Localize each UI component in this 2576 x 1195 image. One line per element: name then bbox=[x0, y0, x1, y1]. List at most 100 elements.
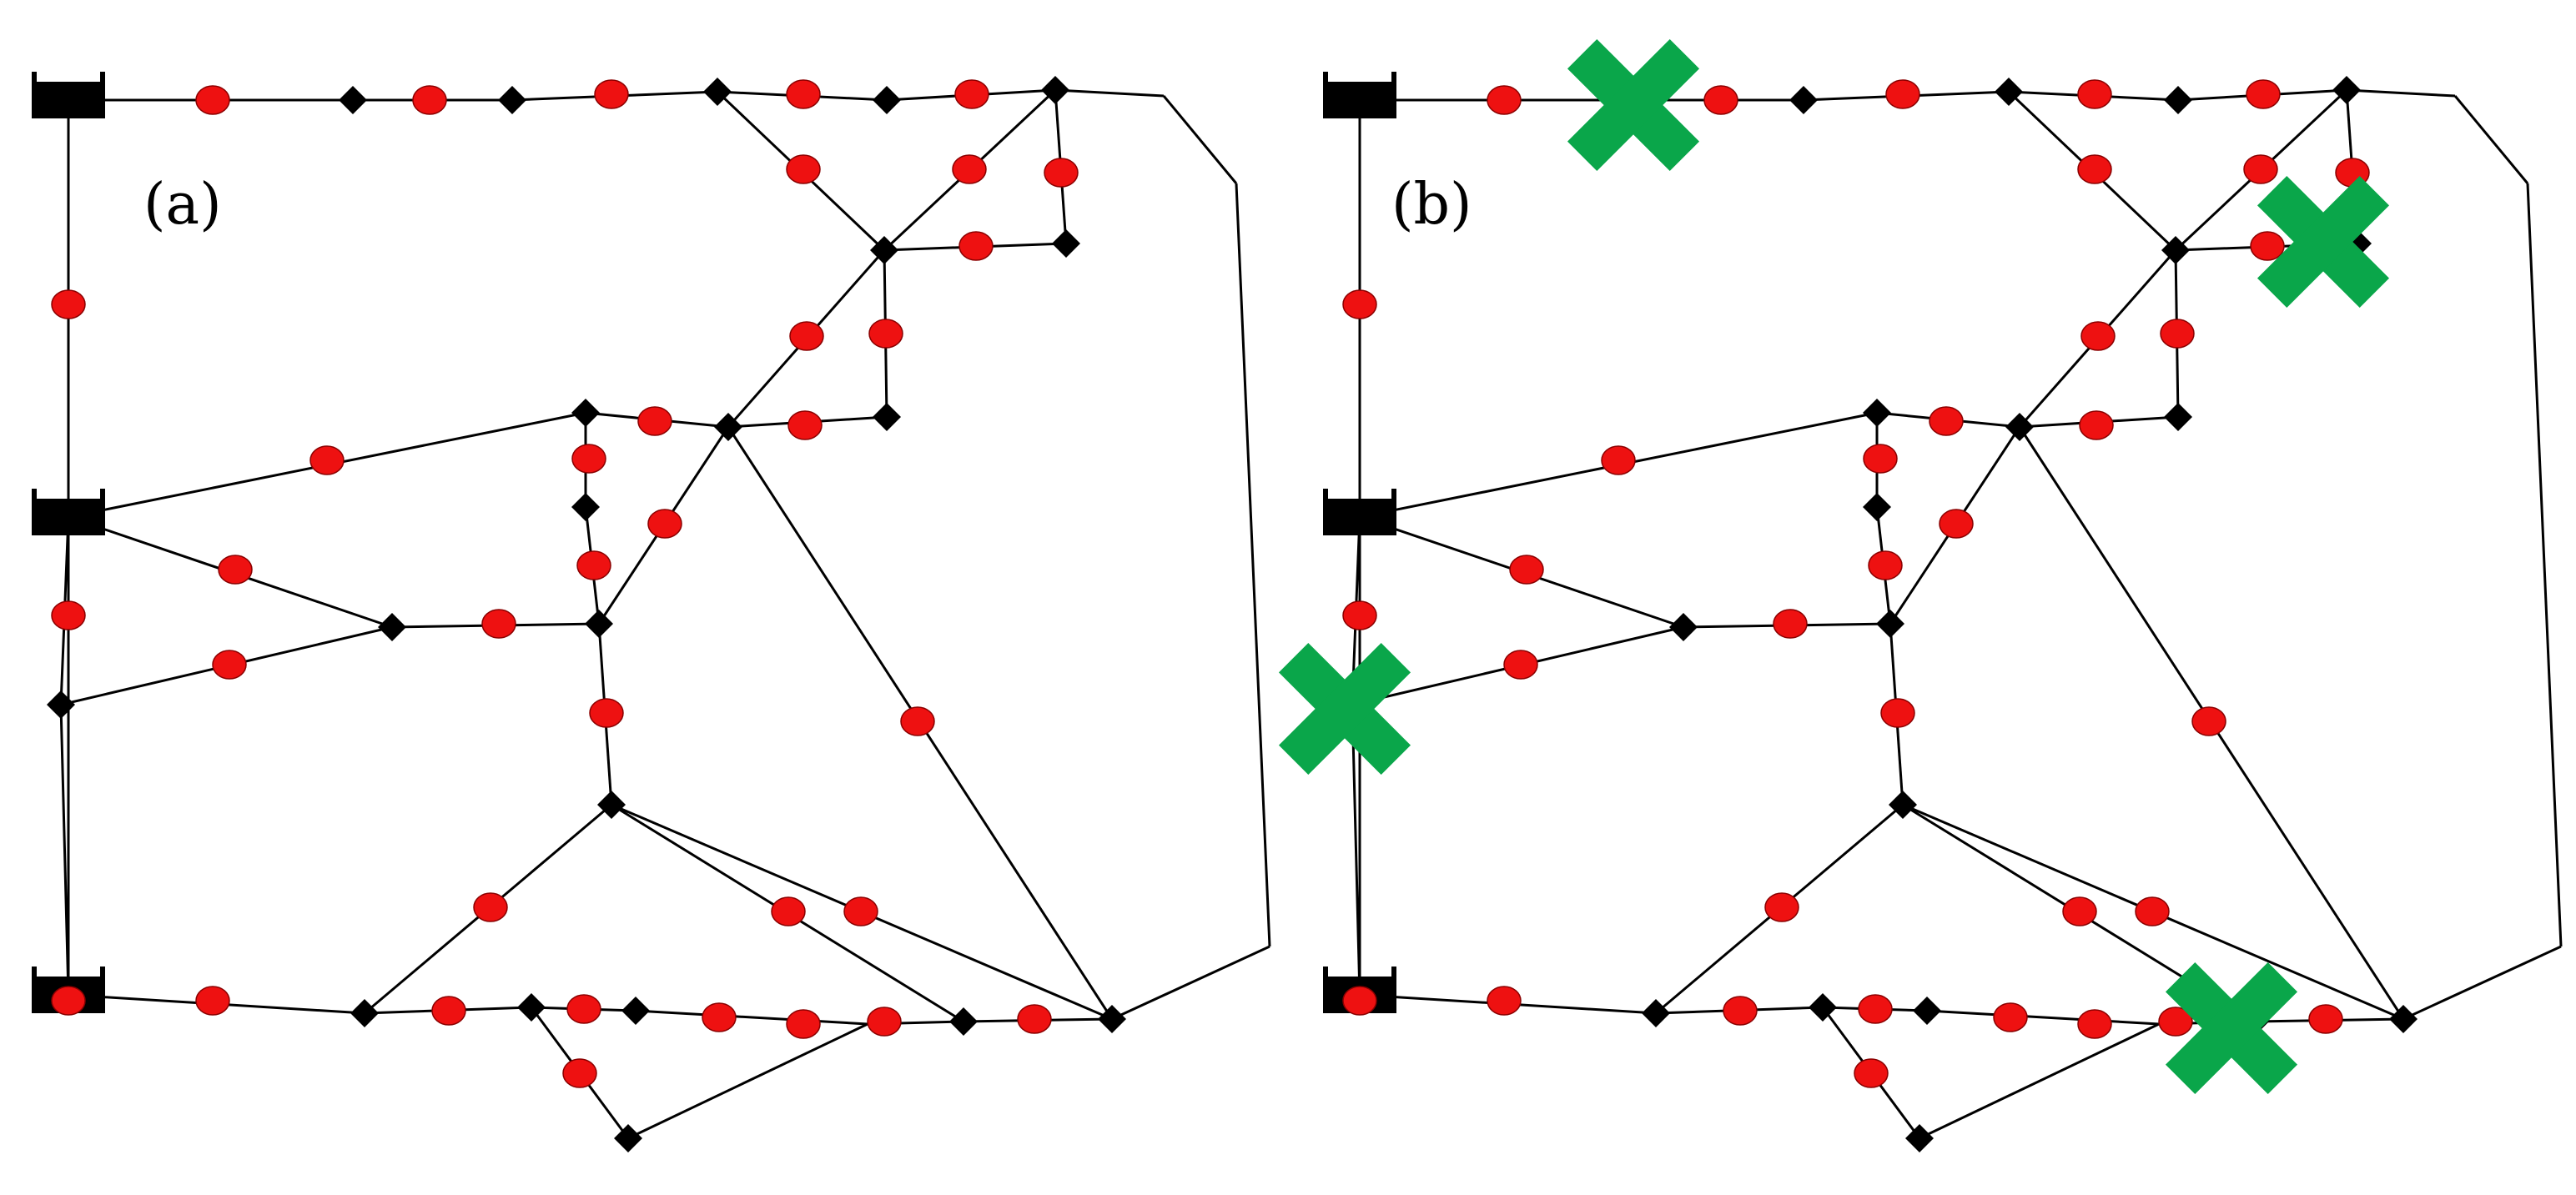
b-sensor-dot-icon-19 bbox=[1342, 600, 1377, 630]
failure-x-icon-3 bbox=[2165, 962, 2298, 1095]
reservoir-rim-left bbox=[32, 967, 37, 978]
a-sensor-dot-icon-0 bbox=[195, 85, 230, 115]
panel-label-b: (b) bbox=[1391, 172, 1472, 238]
b-sensor-dot-icon-6 bbox=[2243, 154, 2278, 184]
b-sensor-dot-icon-1 bbox=[1703, 85, 1738, 115]
b-pipe-5 bbox=[2346, 88, 2456, 98]
a-sensor-dot-icon-12 bbox=[637, 406, 672, 436]
b-junction-diamond-icon-j13 bbox=[1876, 610, 1904, 638]
b-sensor-dot-icon-0 bbox=[1487, 85, 1522, 115]
b-sensor-dot-icon-17 bbox=[1509, 555, 1544, 585]
a-sensor-dot-icon-29 bbox=[566, 994, 601, 1024]
a-sensor-dot-icon-11 bbox=[787, 410, 823, 440]
a-sensor-dot-icon-33 bbox=[1017, 1004, 1052, 1034]
b-junction-diamond-icon-j4 bbox=[2164, 86, 2192, 114]
a-junction-diamond-icon-j2 bbox=[498, 86, 526, 114]
a-sensor-dot-icon-15 bbox=[647, 509, 682, 539]
b-junction-diamond-icon-j20 bbox=[2389, 1005, 2418, 1033]
b-sensor-dot-icon-29 bbox=[1858, 994, 1893, 1024]
reservoir-rim-left bbox=[32, 72, 37, 83]
a-junction-diamond-icon-j6 bbox=[870, 236, 898, 264]
a-junction-diamond-icon-j21 bbox=[614, 1124, 642, 1152]
b-pipe-36 bbox=[1926, 1009, 2160, 1026]
a-sensor-dot-icon-35 bbox=[51, 986, 86, 1016]
a-pipe-6 bbox=[1162, 95, 1238, 184]
reservoir-rim-right bbox=[1391, 967, 1396, 978]
b-sensor-dot-icon-14 bbox=[1863, 444, 1898, 474]
a-junction-diamond-icon-j1 bbox=[339, 86, 367, 114]
reservoir-body bbox=[1323, 499, 1396, 535]
b-sensor-dot-icon-11 bbox=[2079, 410, 2114, 440]
a-sensor-dot-icon-24 bbox=[473, 892, 508, 922]
failure-x-icon-2 bbox=[1278, 642, 1411, 776]
a-sensor-dot-icon-1 bbox=[412, 85, 447, 115]
b-sensor-dot-icon-9 bbox=[2080, 321, 2116, 351]
b-sensor-dot-icon-26 bbox=[2135, 896, 2170, 926]
a-junction-diamond-icon-j10 bbox=[873, 403, 901, 431]
reservoir-rim-right bbox=[100, 967, 105, 978]
a-junction-diamond-icon-j13 bbox=[585, 610, 613, 638]
reservoir-rim-left bbox=[1323, 489, 1328, 500]
b-sensor-dot-icon-5 bbox=[2077, 154, 2112, 184]
b-sensor-dot-icon-21 bbox=[1342, 289, 1377, 319]
a-sensor-dot-icon-26 bbox=[843, 896, 878, 926]
a-junction-diamond-icon-j16 bbox=[350, 999, 379, 1027]
b-junction-diamond-icon-j2 bbox=[1789, 86, 1818, 114]
b-junction-diamond-icon-j8 bbox=[1863, 399, 1891, 427]
b-junction-diamond-icon-j10 bbox=[2164, 403, 2192, 431]
b-junction-diamond-icon-j5 bbox=[2332, 76, 2361, 104]
a-sensor-dot-icon-10 bbox=[868, 319, 903, 349]
b-sensor-dot-icon-3 bbox=[2077, 79, 2112, 109]
b-junction-diamond-icon-j21 bbox=[1905, 1124, 1934, 1152]
b-junction-diamond-icon-j9 bbox=[2005, 413, 2034, 441]
a-junction-diamond-icon-j17 bbox=[517, 993, 546, 1022]
b-sensor-dot-icon-35 bbox=[1342, 986, 1377, 1016]
a-sensor-dot-icon-21 bbox=[51, 289, 86, 319]
b-sensor-dot-icon-20 bbox=[1503, 650, 1538, 680]
reservoir-rim-right bbox=[100, 72, 105, 83]
b-sensor-dot-icon-30 bbox=[1993, 1002, 2028, 1032]
a-junction-diamond-icon-j14 bbox=[47, 690, 75, 719]
reservoir-rim-left bbox=[1323, 72, 1328, 83]
failure-marks bbox=[1278, 38, 2390, 1095]
a-pipe-5 bbox=[1054, 88, 1165, 98]
a-sensor-dot-icon-31 bbox=[786, 1009, 821, 1039]
a-sensor-dot-icon-3 bbox=[786, 79, 821, 109]
failure-x-stroke bbox=[1567, 38, 1700, 172]
a-junction-diamond-icon-j18 bbox=[621, 997, 650, 1025]
a-sensor-dot-icon-17 bbox=[218, 555, 253, 585]
a-sensor-dot-icon-6 bbox=[952, 154, 987, 184]
a-sensor-dot-icon-2 bbox=[594, 79, 629, 109]
b-sensor-dot-icon-23 bbox=[2191, 706, 2226, 736]
a-pipe-7 bbox=[1235, 183, 1271, 947]
a-sensor-dot-icon-25 bbox=[771, 896, 806, 926]
b-pipe-7 bbox=[2526, 183, 2563, 947]
b-sensor-dot-icon-2 bbox=[1885, 79, 1920, 109]
a-sensor-dot-icon-27 bbox=[195, 986, 230, 1016]
reservoir-body bbox=[1323, 82, 1396, 118]
a-pipe-8 bbox=[1111, 945, 1270, 1021]
reservoir-body bbox=[32, 82, 105, 118]
failure-x-icon-1 bbox=[2257, 175, 2390, 309]
a-junction-diamond-icon-j9 bbox=[714, 413, 742, 441]
a-junction-diamond-icon-j8 bbox=[571, 399, 600, 427]
b-reservoir-icon-R2 bbox=[1323, 489, 1396, 535]
a-sensor-dot-icon-19 bbox=[51, 600, 86, 630]
reservoir-rim-right bbox=[1391, 72, 1396, 83]
a-reservoir-icon-R1 bbox=[32, 72, 105, 118]
b-junction-diamond-icon-j11 bbox=[1863, 493, 1891, 521]
a-junction-diamond-icon-j20 bbox=[1098, 1005, 1126, 1033]
reservoir-rim-right bbox=[1391, 489, 1396, 500]
a-junction-diamond-icon-j15 bbox=[597, 791, 626, 819]
b-sensor-dot-icon-16 bbox=[1868, 550, 1903, 580]
panel-a bbox=[32, 72, 1271, 1152]
b-sensor-dot-icon-28 bbox=[1723, 996, 1758, 1026]
a-sensor-dot-icon-8 bbox=[958, 231, 994, 261]
b-junction-diamond-icon-j16 bbox=[1642, 999, 1670, 1027]
a-sensor-dot-icon-18 bbox=[481, 609, 516, 639]
a-junction-diamond-icon-j3 bbox=[703, 78, 732, 106]
b-junction-diamond-icon-j18 bbox=[1913, 997, 1941, 1025]
b-sensor-dot-icon-34 bbox=[1854, 1058, 1889, 1088]
a-junction-diamond-icon-j4 bbox=[873, 86, 901, 114]
